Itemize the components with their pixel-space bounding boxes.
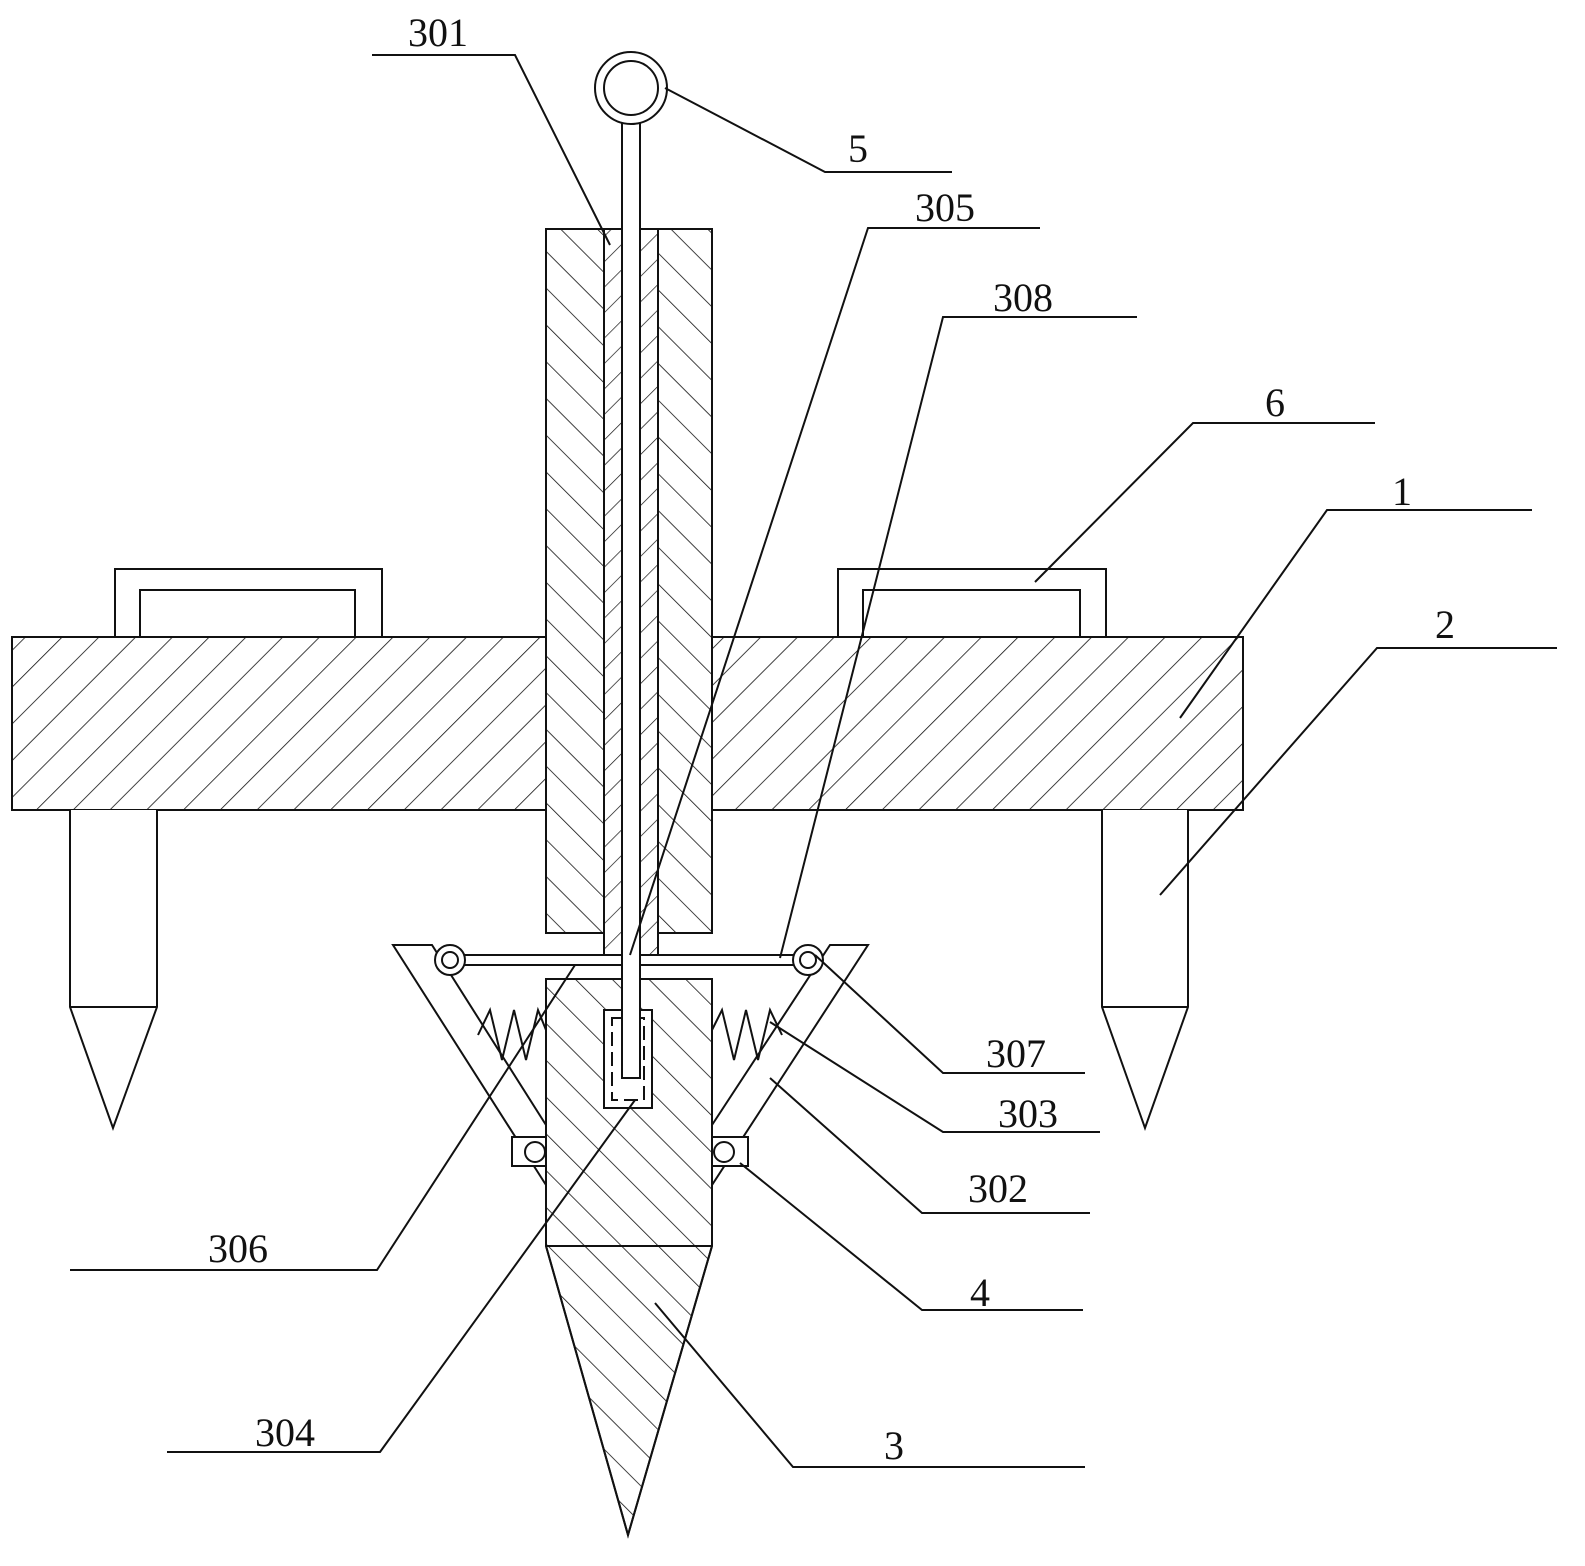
label-303: 303 xyxy=(998,1091,1058,1136)
hinge-right xyxy=(793,945,823,975)
leg-right xyxy=(1102,810,1188,1128)
label-4: 4 xyxy=(970,1270,990,1315)
label-308: 308 xyxy=(993,275,1053,320)
handle-left xyxy=(115,569,382,637)
leg-left xyxy=(70,810,157,1128)
label-301: 301 xyxy=(408,10,468,55)
pull-ring xyxy=(595,52,667,124)
pivot-left xyxy=(512,1137,546,1166)
label-1: 1 xyxy=(1392,469,1412,514)
label-2: 2 xyxy=(1435,602,1455,647)
handle-right xyxy=(838,569,1106,637)
label-5: 5 xyxy=(848,126,868,171)
label-3: 3 xyxy=(884,1423,904,1468)
label-306: 306 xyxy=(208,1226,268,1271)
hinge-left xyxy=(435,945,465,975)
label-6: 6 xyxy=(1265,380,1285,425)
label-304: 304 xyxy=(255,1410,315,1455)
label-305: 305 xyxy=(915,185,975,230)
label-307: 307 xyxy=(986,1031,1046,1076)
label-302: 302 xyxy=(968,1166,1028,1211)
pivot-right xyxy=(712,1137,748,1166)
